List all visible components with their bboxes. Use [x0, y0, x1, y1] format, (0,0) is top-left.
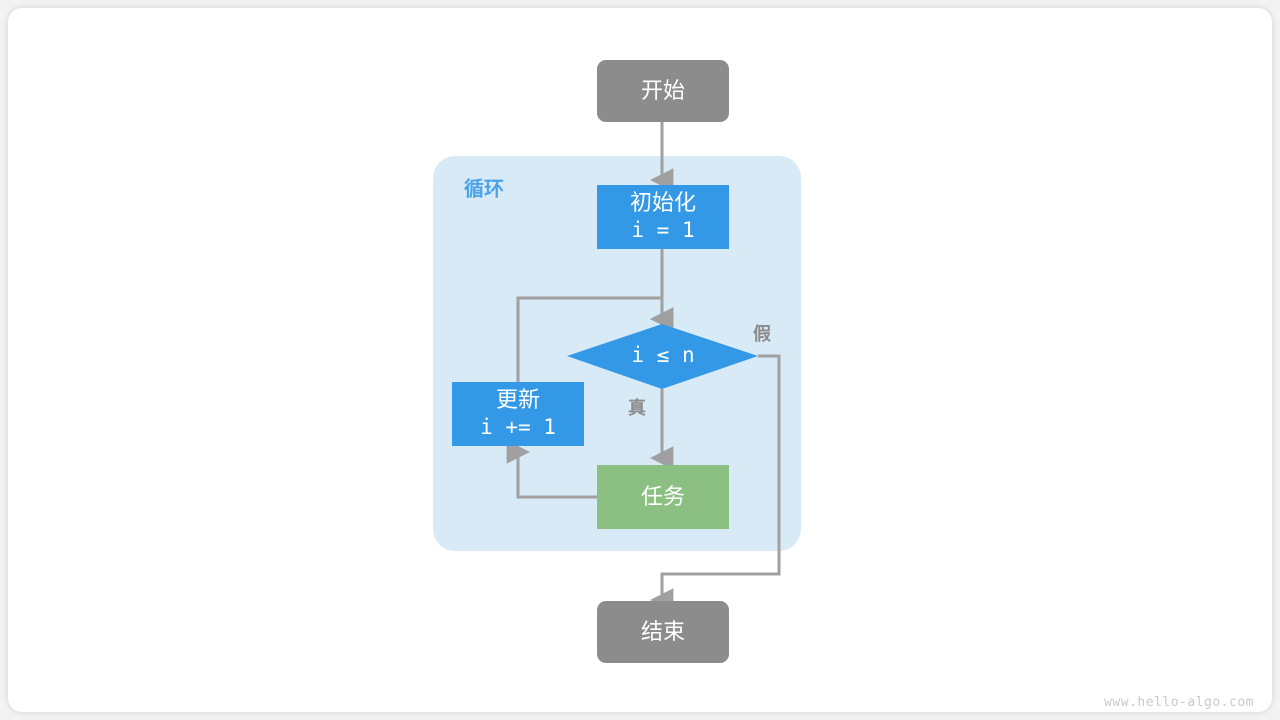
- node-end-label: 结束: [641, 619, 685, 644]
- node-update-label: 更新: [496, 387, 540, 412]
- node-task[interactable]: 任务: [597, 465, 729, 529]
- node-init[interactable]: 初始化 i = 1: [597, 185, 729, 249]
- node-start-shape: [597, 60, 729, 122]
- loop-group-label: 循环: [464, 176, 504, 200]
- edge-task-to-update: [506, 440, 597, 499]
- node-condition[interactable]: i ≤ n: [567, 324, 758, 389]
- node-update[interactable]: 更新 i += 1: [452, 382, 584, 446]
- node-condition-label: i ≤ n: [631, 343, 694, 367]
- node-init-label: 初始化: [630, 190, 696, 215]
- node-init-sublabel: i = 1: [631, 218, 694, 242]
- edge-update-to-cond: [516, 296, 674, 382]
- flowchart-svg: 循环 真 假 开始 初始化: [433, 60, 801, 663]
- node-end[interactable]: 结束: [597, 601, 729, 663]
- edge-label-true: 真: [628, 397, 646, 418]
- edge-cond-false-to-end: [650, 354, 781, 612]
- node-task-label: 任务: [641, 484, 685, 509]
- node-init-shape: [597, 185, 729, 249]
- diagram-canvas: 循环 真 假 开始 初始化: [8, 8, 1272, 712]
- edge-label-false: 假: [753, 323, 772, 344]
- site-watermark: www.hello-algo.com: [1104, 695, 1254, 710]
- node-end-shape: [597, 601, 729, 663]
- diagram-card: 循环 真 假 开始 初始化: [8, 8, 1272, 712]
- node-task-shape: [597, 465, 729, 529]
- node-start[interactable]: 开始: [597, 60, 729, 122]
- node-update-sublabel: i += 1: [480, 415, 556, 439]
- node-start-label: 开始: [641, 78, 685, 103]
- node-condition-shape: [567, 324, 758, 389]
- node-update-shape: [452, 382, 584, 446]
